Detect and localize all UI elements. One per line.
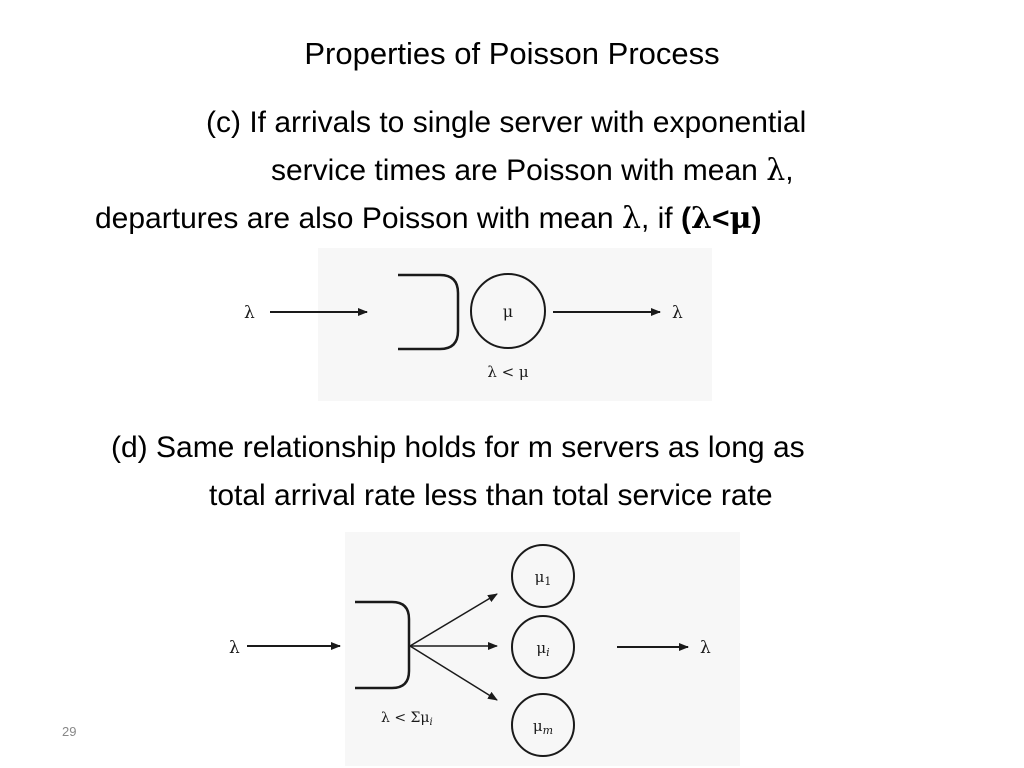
condition-less-than: < bbox=[712, 202, 730, 235]
server-circle bbox=[470, 273, 546, 349]
part-c-line-3-if: , if bbox=[640, 202, 681, 235]
page-number: 29 bbox=[62, 724, 77, 739]
stability-condition-label: λ < μ bbox=[487, 363, 529, 381]
part-c-line-3: departures are also Poisson with mean λ,… bbox=[95, 199, 762, 239]
arrival-rate-label: λ bbox=[229, 638, 240, 658]
part-c-line-2: service times are Poisson with mean λ, bbox=[271, 151, 794, 191]
server-circle-i bbox=[511, 615, 575, 679]
single-server-diagram: λ μ λ λ < μ bbox=[244, 248, 712, 401]
server-1-rate-label: μ1 bbox=[535, 568, 552, 588]
dispatch-arrow-bottom bbox=[409, 645, 498, 701]
scan-background bbox=[318, 248, 712, 401]
condition-open-paren: ( bbox=[680, 202, 691, 235]
service-rate-label: μ bbox=[503, 302, 513, 321]
condition-mu: μ bbox=[729, 201, 752, 236]
server-m-rate-label: μm bbox=[533, 717, 553, 737]
lambda-symbol: λ bbox=[766, 153, 786, 188]
server-circle-1 bbox=[511, 544, 575, 608]
server-i-rate-label: μi bbox=[536, 639, 549, 659]
scan-background bbox=[345, 532, 740, 766]
departure-rate-label: λ bbox=[700, 638, 711, 658]
stability-condition: (λ<μ) bbox=[680, 201, 762, 236]
part-c-line-2-text: service times are Poisson with mean bbox=[271, 154, 767, 187]
departure-rate-label: λ bbox=[672, 303, 683, 323]
total-stability-condition-label: λ < Σμi bbox=[381, 710, 433, 728]
queue-buffer bbox=[398, 273, 460, 351]
part-d-line-2: total arrival rate less than total servi… bbox=[209, 479, 773, 512]
part-c-line-1: (c) If arrivals to single server with ex… bbox=[206, 106, 807, 139]
lambda-symbol: λ bbox=[621, 201, 641, 236]
multi-server-diagram: λ μ1 μi μm λ λ < Σμi bbox=[229, 532, 740, 766]
condition-close-paren: ) bbox=[751, 202, 762, 235]
dispatch-arrow-top bbox=[409, 593, 498, 647]
queue-buffer bbox=[355, 600, 411, 690]
arrival-rate-label: λ bbox=[244, 303, 255, 323]
part-d-line-1: (d) Same relationship holds for m server… bbox=[111, 431, 805, 464]
condition-lambda: λ bbox=[690, 201, 713, 236]
part-c-line-2-comma: , bbox=[785, 154, 794, 187]
part-c-line-3-text: departures are also Poisson with mean bbox=[95, 202, 622, 235]
server-circle-m bbox=[511, 693, 575, 757]
slide-title: Properties of Poisson Process bbox=[304, 36, 720, 71]
